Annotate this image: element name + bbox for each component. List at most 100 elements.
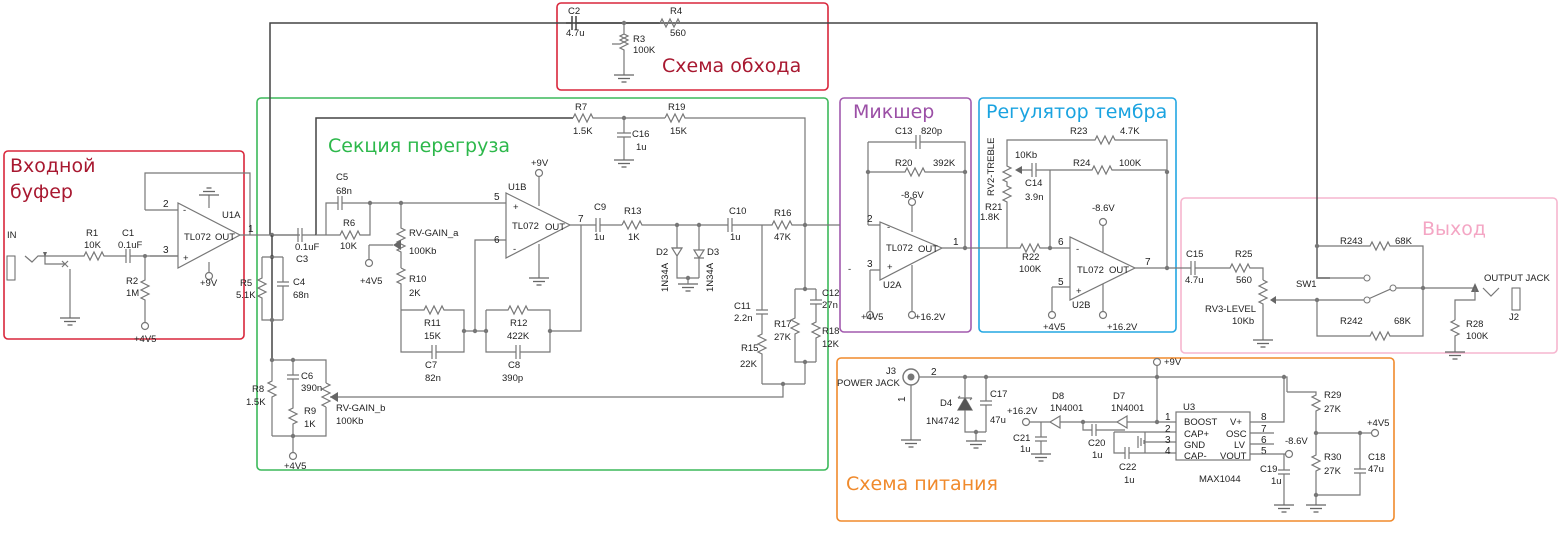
svg-text:R5: R5: [240, 278, 252, 289]
svg-text:R29: R29: [1324, 390, 1341, 401]
svg-text:RV2-TREBLE: RV2-TREBLE: [986, 138, 997, 196]
svg-text:2K: 2K: [409, 288, 421, 299]
svg-text:7: 7: [1145, 257, 1151, 268]
svg-text:100K: 100K: [1466, 331, 1489, 342]
C22: C22 1u: [1113, 431, 1176, 486]
svg-text:68K: 68K: [1395, 236, 1413, 247]
svg-text:C13: C13: [895, 126, 912, 137]
C10: C10 1u: [727, 206, 762, 243]
C5-R6: C5 68n R6 10K: [316, 172, 506, 252]
C21-D8-C20-D7: +16.2V C21 1u D8 1N4001 C20 1u D7 1N4001…: [1007, 357, 1182, 462]
svg-text:1N34A: 1N34A: [705, 262, 716, 292]
U2A: C13 820p R20 392K 2 3 - + TL072 OUT U2A …: [848, 126, 1005, 323]
svg-text:1M: 1M: [126, 288, 139, 299]
svg-text:7: 7: [1261, 424, 1267, 435]
svg-text:+: +: [887, 262, 893, 273]
svg-text:LV: LV: [1234, 440, 1246, 451]
svg-text:390p: 390p: [502, 373, 523, 384]
svg-text:MAX1044: MAX1044: [1199, 474, 1241, 485]
svg-text:IN: IN: [7, 230, 17, 241]
svg-text:1: 1: [248, 224, 254, 235]
C1: C1 0.1uF: [118, 228, 178, 263]
input-jack: IN: [6, 230, 81, 326]
svg-text:+: +: [1076, 286, 1082, 297]
svg-text:C14: C14: [1025, 178, 1042, 189]
svg-text:C20: C20: [1088, 438, 1105, 449]
svg-text:+4V5: +4V5: [861, 312, 883, 323]
svg-text:47u: 47u: [990, 415, 1006, 426]
svg-text:R23: R23: [1070, 126, 1087, 137]
svg-text:RV-GAIN_b: RV-GAIN_b: [336, 403, 385, 414]
svg-text:CAP+: CAP+: [1184, 429, 1210, 440]
svg-text:R17: R17: [774, 319, 791, 330]
svg-text:OSC: OSC: [1226, 429, 1247, 440]
svg-text:0.1uF: 0.1uF: [118, 240, 142, 251]
svg-text:5: 5: [1261, 446, 1267, 457]
SW1[interactable]: SW1 R243 68K R242 68K: [1296, 236, 1475, 342]
svg-text:C10: C10: [729, 206, 746, 217]
R19: R19 15K: [664, 102, 806, 225]
C11-R15: C11 2.2n R15 22K: [734, 225, 768, 384]
svg-text:BOOST: BOOST: [1184, 417, 1217, 428]
svg-text:1: 1: [1165, 412, 1171, 423]
svg-text:68K: 68K: [1394, 316, 1412, 327]
svg-text:R28: R28: [1466, 319, 1483, 330]
svg-text:C7: C7: [425, 360, 437, 371]
svg-text:+: +: [513, 202, 519, 213]
svg-text:R243: R243: [1340, 236, 1363, 247]
C2: C2 4.7u: [566, 6, 660, 39]
svg-text:R7: R7: [575, 102, 587, 113]
R12-C8: R12 422K C8 390p: [483, 304, 553, 384]
svg-text:C19: C19: [1260, 464, 1277, 475]
svg-text:27K: 27K: [1324, 404, 1342, 415]
svg-text:V+: V+: [1230, 417, 1242, 428]
svg-text:OUT: OUT: [918, 244, 938, 255]
svg-text:1.5K: 1.5K: [573, 126, 593, 137]
svg-text:4.7u: 4.7u: [566, 28, 585, 39]
svg-text:R242: R242: [1340, 316, 1363, 327]
svg-text:6: 6: [1261, 435, 1267, 446]
svg-text:R22: R22: [1022, 252, 1039, 263]
svg-text:VOUT: VOUT: [1220, 451, 1247, 462]
svg-text:10K: 10K: [340, 241, 358, 252]
output-title: Выход: [1422, 218, 1486, 240]
svg-text:R6: R6: [343, 218, 355, 229]
svg-text:U2A: U2A: [883, 280, 902, 291]
R13: R13 1K: [621, 206, 728, 243]
svg-text:1N4742: 1N4742: [926, 416, 959, 427]
svg-text:D8: D8: [1052, 391, 1064, 402]
svg-text:2: 2: [1165, 424, 1171, 435]
svg-text:7: 7: [578, 214, 584, 225]
svg-text:27K: 27K: [774, 332, 792, 343]
R8-C6-R9-RV-GAIN-b: +4V5 R8 1.5K C6 390n R9 1K RV-GAIN_b 100…: [246, 357, 385, 472]
svg-text:390n: 390n: [301, 383, 322, 394]
svg-text:1u: 1u: [1124, 475, 1135, 486]
svg-text:1u: 1u: [1092, 450, 1103, 461]
svg-text:+16.2V: +16.2V: [915, 312, 946, 323]
RV-GAIN-a: +4V5 RV-GAIN_a 100Kb: [360, 203, 459, 287]
svg-text:15K: 15K: [670, 126, 688, 137]
input-buffer-title-2: буфер: [10, 181, 73, 203]
svg-text:C16: C16: [632, 129, 649, 140]
input-buffer-title: Входной: [10, 155, 95, 177]
svg-text:+9V: +9V: [200, 278, 218, 289]
svg-text:TL072: TL072: [512, 221, 539, 232]
svg-text:C9: C9: [594, 202, 606, 213]
svg-text:R18: R18: [822, 326, 839, 337]
tone-title: Регулятор тембра: [986, 101, 1167, 123]
svg-text:4.7u: 4.7u: [1185, 275, 1204, 286]
svg-text:R10: R10: [409, 274, 426, 285]
svg-text:GND: GND: [1184, 440, 1205, 451]
svg-text:1u: 1u: [730, 232, 741, 243]
svg-text:100Kb: 100Kb: [409, 246, 436, 257]
svg-text:R30: R30: [1324, 452, 1341, 463]
svg-text:820p: 820p: [921, 126, 942, 137]
svg-text:J3: J3: [886, 366, 896, 377]
svg-text:CAP-: CAP-: [1184, 451, 1207, 462]
svg-text:1K: 1K: [304, 419, 316, 430]
power-box: [836, 357, 1395, 522]
svg-text:U2B: U2B: [1072, 300, 1090, 311]
RV3-LEVEL: RV3-LEVEL 10Kb: [1205, 279, 1366, 348]
svg-text:C2: C2: [568, 6, 580, 17]
